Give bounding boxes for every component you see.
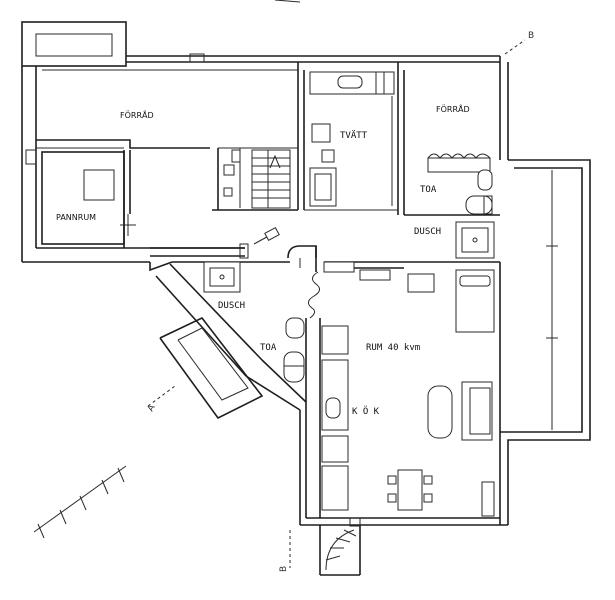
lower-main-room <box>319 269 495 518</box>
section-mark-a-left: A <box>146 402 158 413</box>
outer-walls <box>21 55 591 526</box>
label-toa-lower: TOA <box>260 343 277 353</box>
label-dusch-lower: DUSCH <box>218 301 245 311</box>
label-forrad-right: FÖRRÅD <box>436 103 470 114</box>
label-forrad-left: FÖRRÅD <box>120 109 154 120</box>
tvatt-fixtures <box>304 71 398 211</box>
top-left-annex <box>21 21 127 67</box>
interior-walls-upper <box>25 53 405 248</box>
right-wet-rooms <box>404 153 500 263</box>
label-pannrum: PANNRUM <box>56 213 96 222</box>
label-kok: K Ö K <box>352 406 380 417</box>
middle-passage <box>150 226 404 319</box>
label-toa-upper: TOA <box>420 185 437 195</box>
label-rum: RUM 40 kvm <box>366 343 420 353</box>
section-mark-b-top: B <box>528 31 534 41</box>
section-mark-b-bottom: B <box>279 566 289 572</box>
section-markers <box>33 0 526 568</box>
lower-left-annex <box>149 261 307 420</box>
label-tvatt: TVÄTT <box>340 130 368 141</box>
entrance-stair <box>319 517 361 576</box>
label-dusch-upper: DUSCH <box>414 227 441 237</box>
